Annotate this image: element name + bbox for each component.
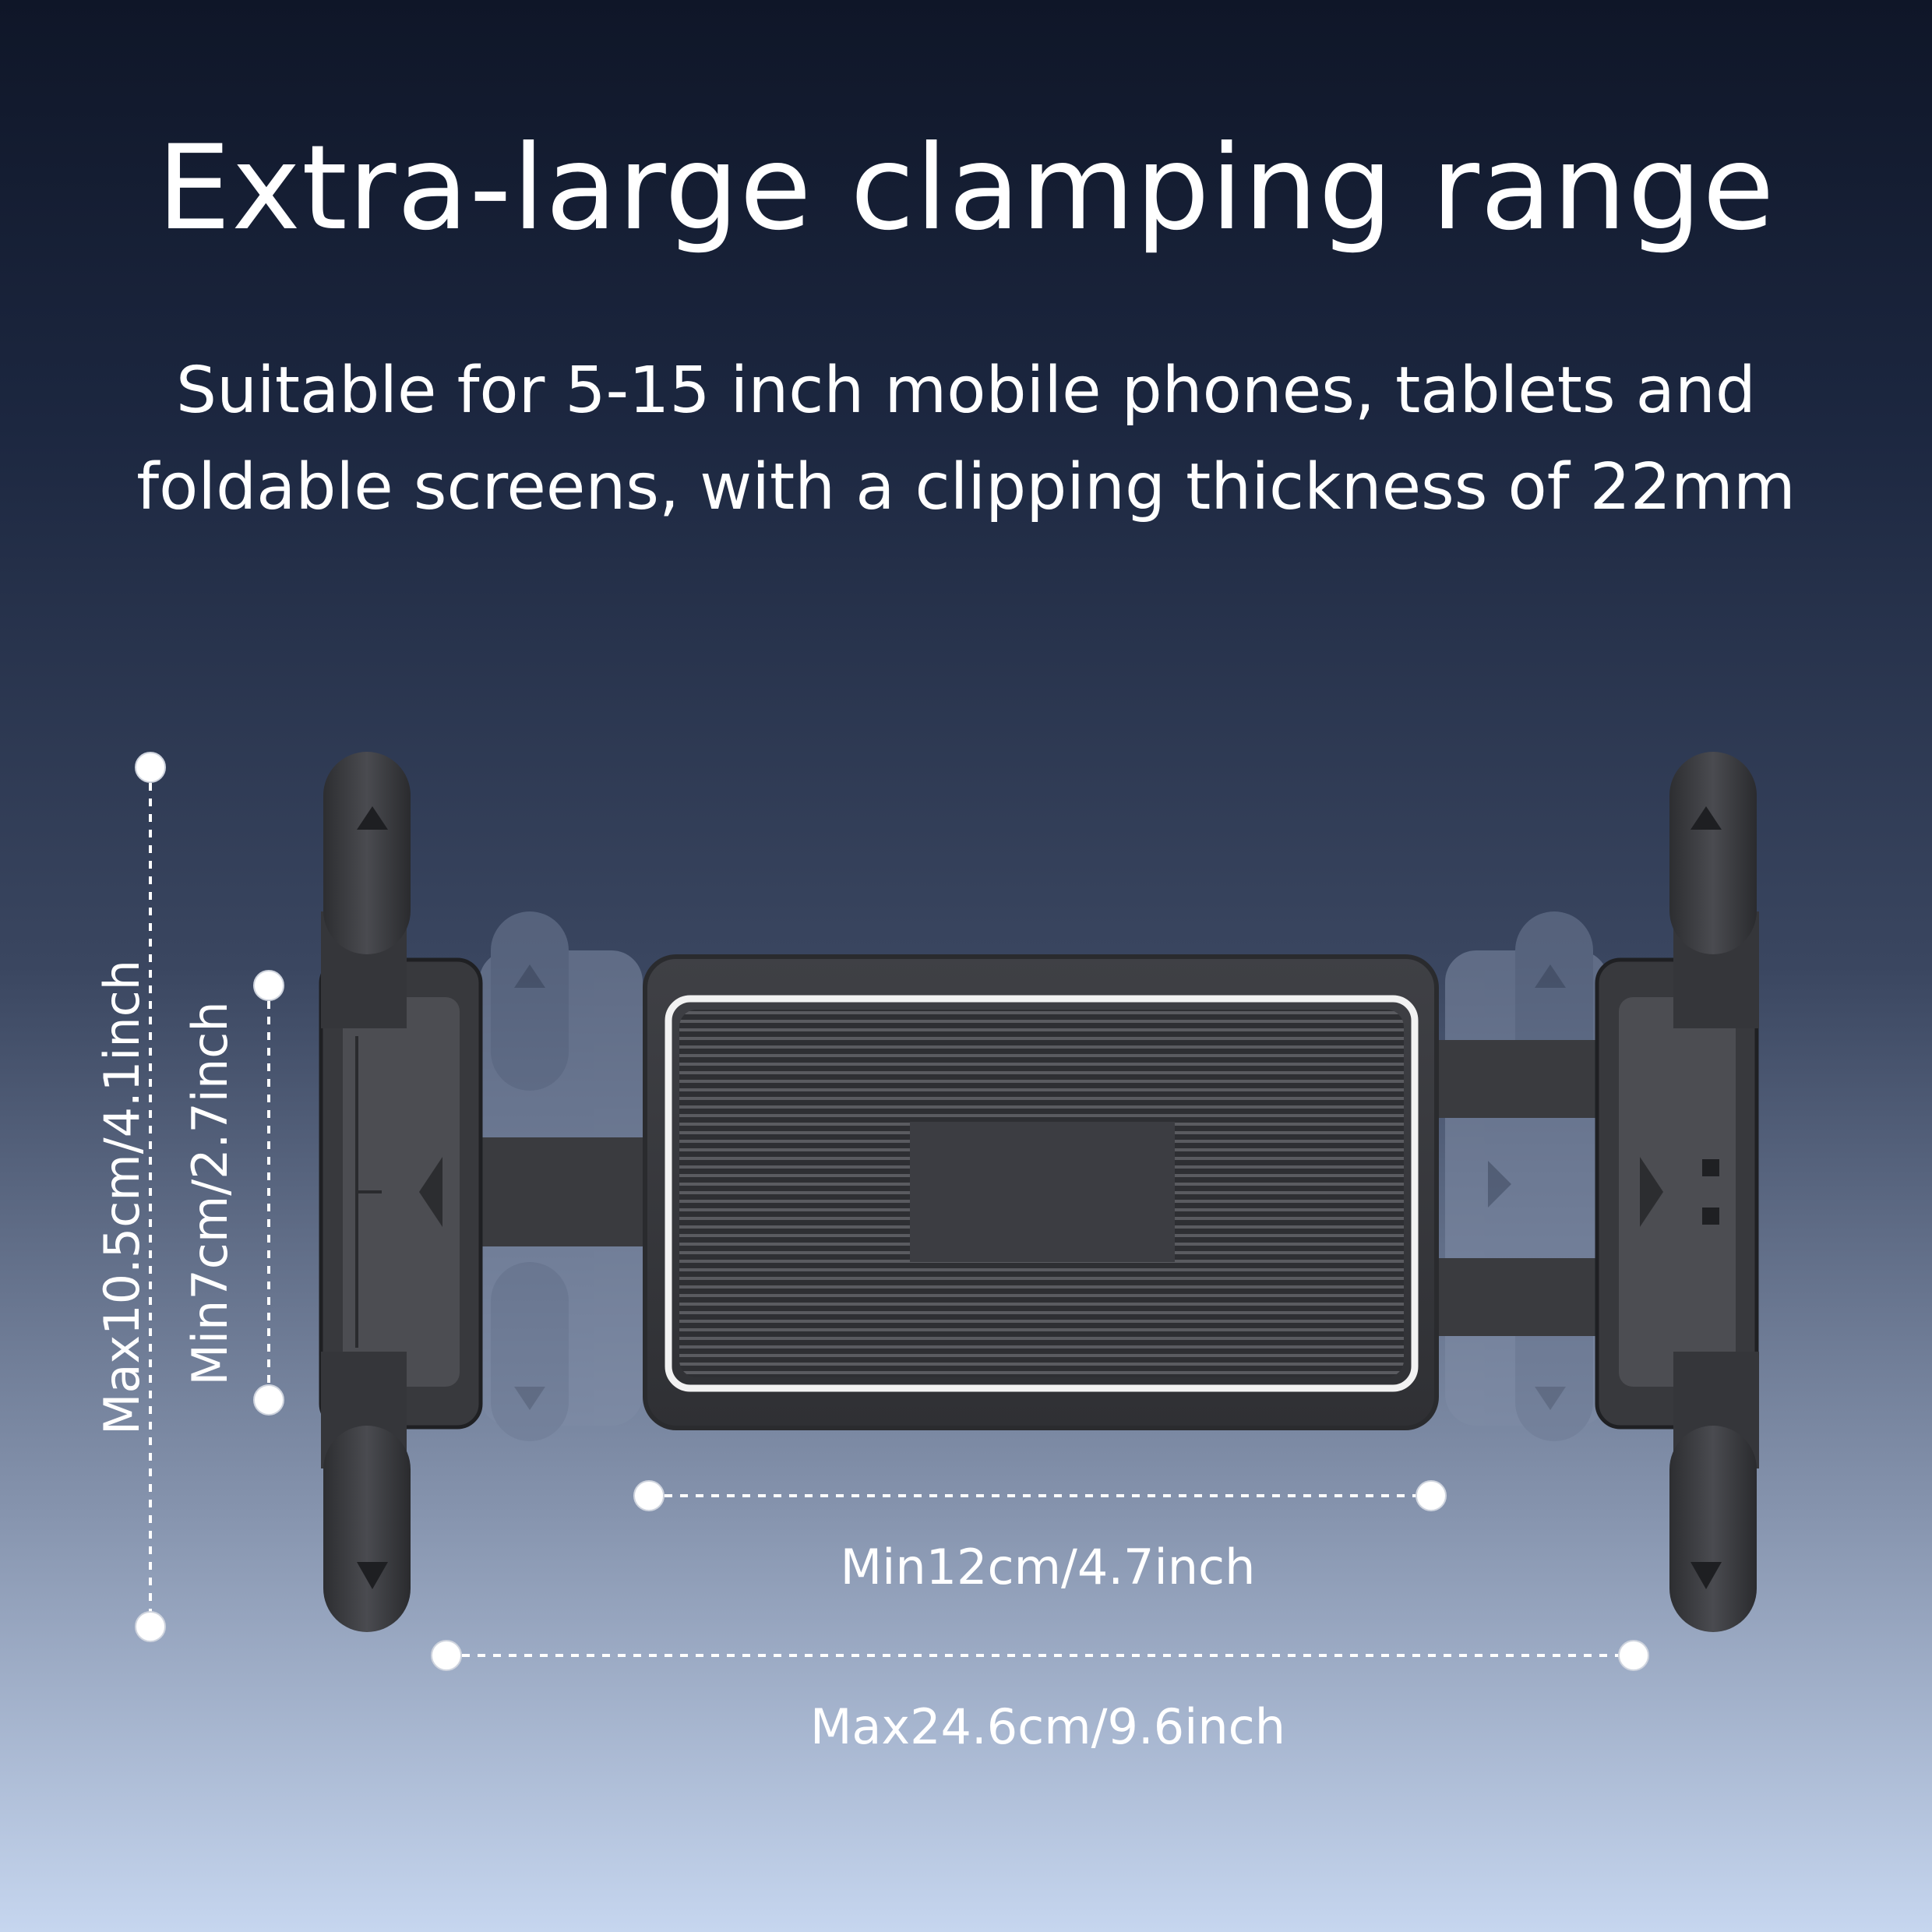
max-height-dimension-line [135, 752, 166, 1642]
page-title: Extra-large clamping range [157, 121, 1775, 256]
right-clamp-body [1595, 957, 1759, 1430]
left-clamp-body [319, 957, 483, 1430]
left-extension-bar [467, 1137, 654, 1246]
max-width-label: Max24.6cm/9.6inch [809, 1698, 1286, 1755]
min-height-dimension-line [253, 970, 284, 1416]
min-width-label: Min12cm/4.7inch [840, 1539, 1256, 1595]
min-height-label: Min7cm/2.7inch [182, 1001, 238, 1386]
subtitle-line-2: foldable screens, with a clipping thickn… [136, 450, 1796, 524]
max-height-label: Max10.5cm/4.1inch [93, 959, 150, 1435]
right-extension-bar-top [1433, 1040, 1605, 1118]
page-subtitle: Suitable for 5-15 inch mobile phones, ta… [0, 343, 1932, 536]
right-top-arm [1669, 752, 1759, 1028]
right-bottom-arm [1669, 1352, 1759, 1632]
subtitle-line-1: Suitable for 5-15 inch mobile phones, ta… [176, 354, 1756, 428]
min-width-dimension-line [633, 1480, 1447, 1511]
center-grip-pad [643, 954, 1439, 1430]
left-top-arm [321, 752, 411, 1028]
right-extension-bar-bottom [1433, 1258, 1605, 1336]
max-width-dimension-line [431, 1640, 1649, 1671]
ghost-right-arms [1445, 911, 1609, 1441]
left-bottom-arm [321, 1352, 411, 1632]
